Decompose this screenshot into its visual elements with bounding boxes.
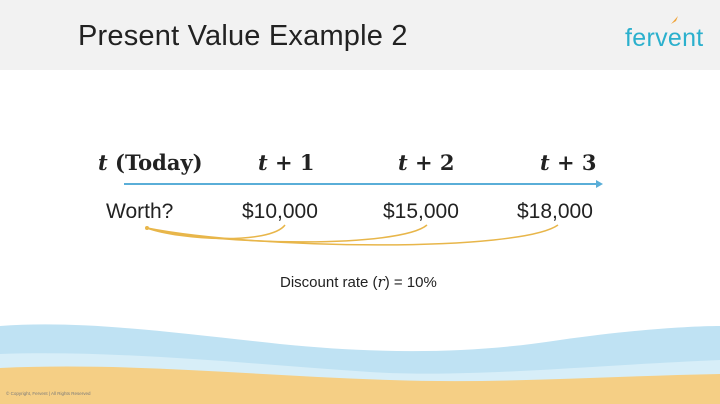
amount-t1: $10,000 [242,200,318,223]
amount-t3: $18,000 [517,200,593,223]
arc-origin-dot [145,226,149,230]
brand-spark-icon [671,16,678,24]
timeline-arrowhead [596,180,603,188]
discount-rate-text: Discount rate (r) = 10% [280,273,437,291]
discount-arc-2 [146,224,428,243]
copyright-text: © Copyright, Fervent | All Rights Reserv… [6,391,91,396]
period-label-2: t + 2 [398,150,455,175]
sand-wave [0,366,720,404]
amount-t2: $15,000 [383,200,459,223]
period-label-3: t + 3 [540,150,597,175]
period-label-1: t + 1 [258,150,315,175]
period-label-today: t (Today) [98,150,203,175]
brand-logo: fervent [625,24,704,52]
present-worth-label: Worth? [106,200,174,223]
slide-title: Present Value Example 2 [78,20,408,52]
decorative-waves [0,324,720,404]
discount-arc-3 [146,224,559,246]
title-bar: Present Value Example 2 fervent [0,0,720,70]
